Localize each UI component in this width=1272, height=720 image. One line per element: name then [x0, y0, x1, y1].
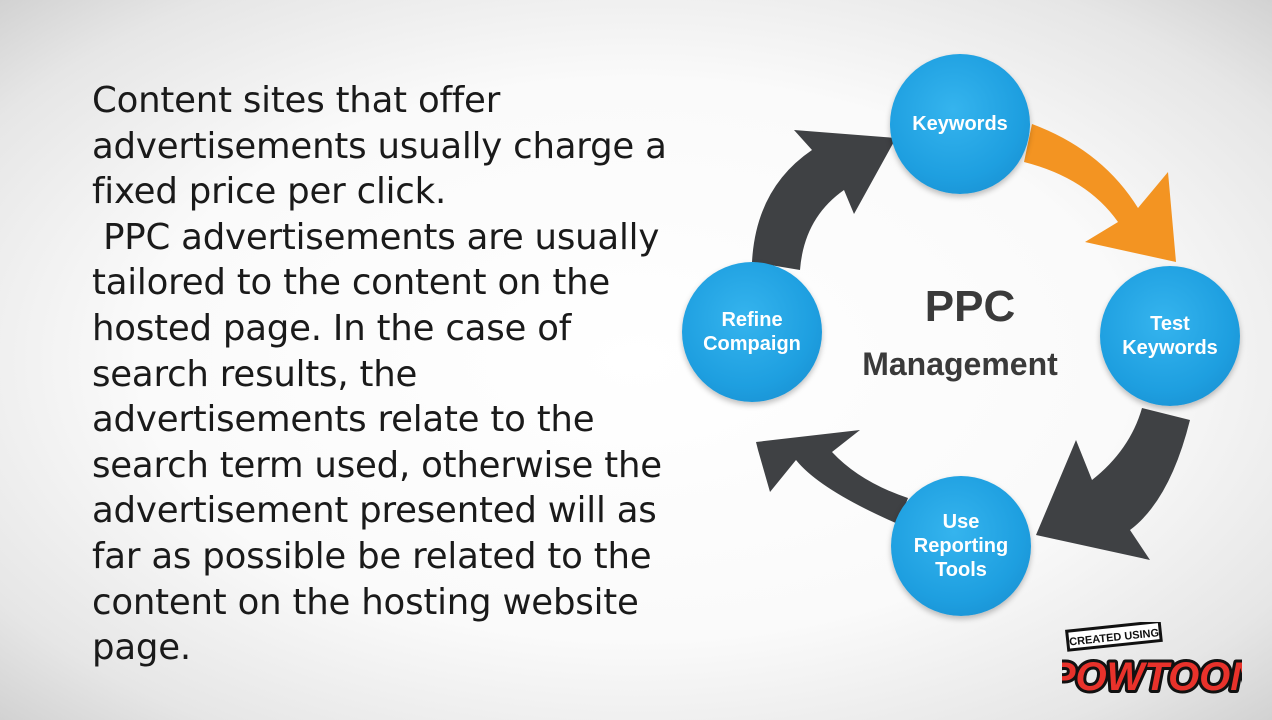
- arrow-refine-to-keywords: [752, 130, 896, 270]
- body-text-line: far as possible be related to the: [92, 535, 652, 577]
- body-text-line: Content sites that offer: [92, 80, 501, 121]
- node-use-reporting-tools: Use Reporting Tools: [891, 476, 1031, 616]
- body-text-line: advertisements relate to the: [92, 399, 595, 441]
- ppc-cycle-diagram: PPC Management Keywords Test Keywords Us…: [660, 40, 1260, 640]
- arrow-test-to-reporting: [1036, 408, 1190, 560]
- body-text-line: hosted page. In the case of: [92, 307, 572, 349]
- node-label: Use: [942, 511, 980, 533]
- watermark-bottom-outline: POWTOON: [1062, 655, 1242, 699]
- body-text-line: tailored to the content on the: [92, 262, 611, 304]
- body-text-line: fixed price per click.: [92, 171, 447, 213]
- powtoon-logo: CREATED USING POWTOON POWTOON: [1046, 619, 1263, 702]
- node-test-keywords: Test Keywords: [1100, 266, 1240, 406]
- node-label: Keywords: [1122, 337, 1218, 359]
- body-text-line: page.: [92, 627, 191, 669]
- node-refine-compaign: Refine Compaign: [682, 262, 822, 402]
- center-subtitle: Management: [862, 346, 1058, 382]
- body-text-line: advertisements usually charge a: [92, 125, 667, 167]
- arrow-reporting-to-refine: [756, 430, 908, 524]
- node-label: Compaign: [703, 333, 801, 355]
- body-text-line: advertisement presented will as: [92, 490, 657, 532]
- body-text: Content sites that offer advertisements …: [92, 78, 692, 671]
- arrow-keywords-to-test: [1024, 124, 1176, 262]
- body-text-line: search term used, otherwise the: [92, 444, 662, 486]
- body-text-line: content on the hosting website: [92, 581, 639, 623]
- body-text-line: PPC advertisements are usually: [92, 216, 660, 258]
- node-label: Test: [1150, 313, 1190, 335]
- body-text-line: search results, the: [92, 353, 418, 395]
- watermark-bottom: POWTOON: [1062, 655, 1242, 699]
- center-title: PPC: [924, 282, 1016, 331]
- cycle-arrows: [752, 124, 1190, 560]
- node-label: Reporting: [913, 535, 1009, 557]
- node-label: Refine: [721, 309, 783, 331]
- node-keywords: Keywords: [890, 54, 1030, 194]
- node-label: Keywords: [912, 113, 1008, 135]
- node-label: Tools: [935, 559, 987, 581]
- powtoon-watermark: CREATED USING POWTOON POWTOON: [1046, 619, 1263, 702]
